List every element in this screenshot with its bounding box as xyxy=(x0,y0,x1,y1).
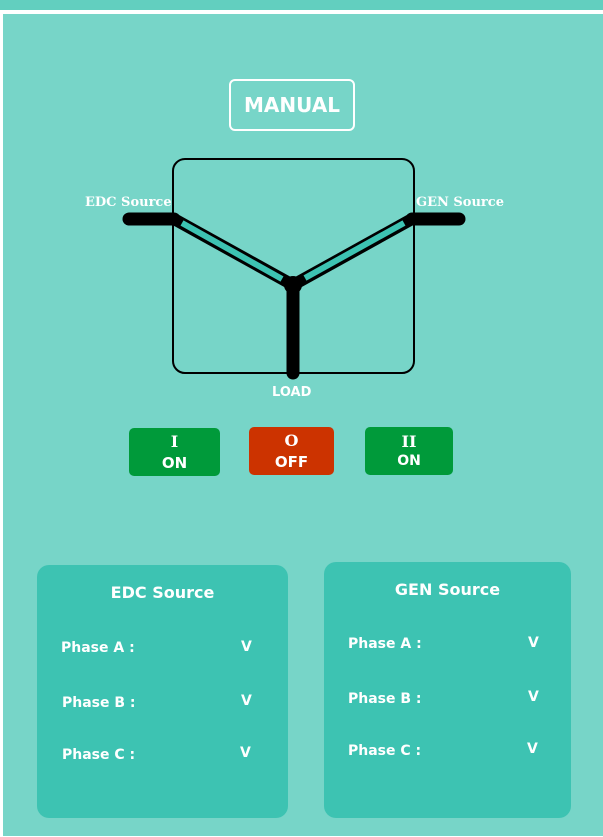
edc-arm-fill xyxy=(180,220,284,282)
edc-source-card: EDC Source Phase A : V Phase B : V Phase… xyxy=(37,565,288,818)
phase-a-unit: V xyxy=(528,635,539,651)
phase-a-unit: V xyxy=(241,639,252,655)
off-button[interactable]: O OFF xyxy=(249,427,334,475)
button-symbol: O xyxy=(284,431,299,451)
gen-source-label: GEN Source xyxy=(416,195,504,210)
button-state: OFF xyxy=(274,452,309,471)
top-bar xyxy=(0,0,603,10)
phase-c-unit: V xyxy=(527,741,538,757)
phase-b-label: Phase B : xyxy=(62,695,136,711)
phase-c-label: Phase C : xyxy=(62,747,136,763)
edc-source-label: EDC Source xyxy=(85,195,172,210)
button-symbol: I xyxy=(170,432,179,452)
phase-c-label: Phase C : xyxy=(348,743,422,759)
button-state: ON xyxy=(161,453,188,472)
gen-source-card: GEN Source Phase A : V Phase B : V Phase… xyxy=(324,562,571,818)
source-2-on-button[interactable]: II ON xyxy=(365,427,453,475)
button-symbol: II xyxy=(401,431,417,451)
mode-badge: MANUAL xyxy=(229,79,355,131)
load-label: LOAD xyxy=(272,385,312,400)
phase-c-unit: V xyxy=(240,745,251,761)
card-title: EDC Source xyxy=(110,583,215,602)
phase-b-unit: V xyxy=(241,693,252,709)
source-1-on-button[interactable]: I ON xyxy=(129,428,220,476)
header-divider xyxy=(3,10,603,14)
phase-b-unit: V xyxy=(528,689,539,705)
gen-arm-fill xyxy=(303,220,406,281)
phase-b-label: Phase B : xyxy=(348,691,422,707)
card-title: GEN Source xyxy=(394,580,501,599)
phase-a-label: Phase A : xyxy=(61,640,135,656)
mode-label: MANUAL xyxy=(244,93,340,117)
phase-a-label: Phase A : xyxy=(348,636,422,652)
button-state: ON xyxy=(397,453,421,470)
